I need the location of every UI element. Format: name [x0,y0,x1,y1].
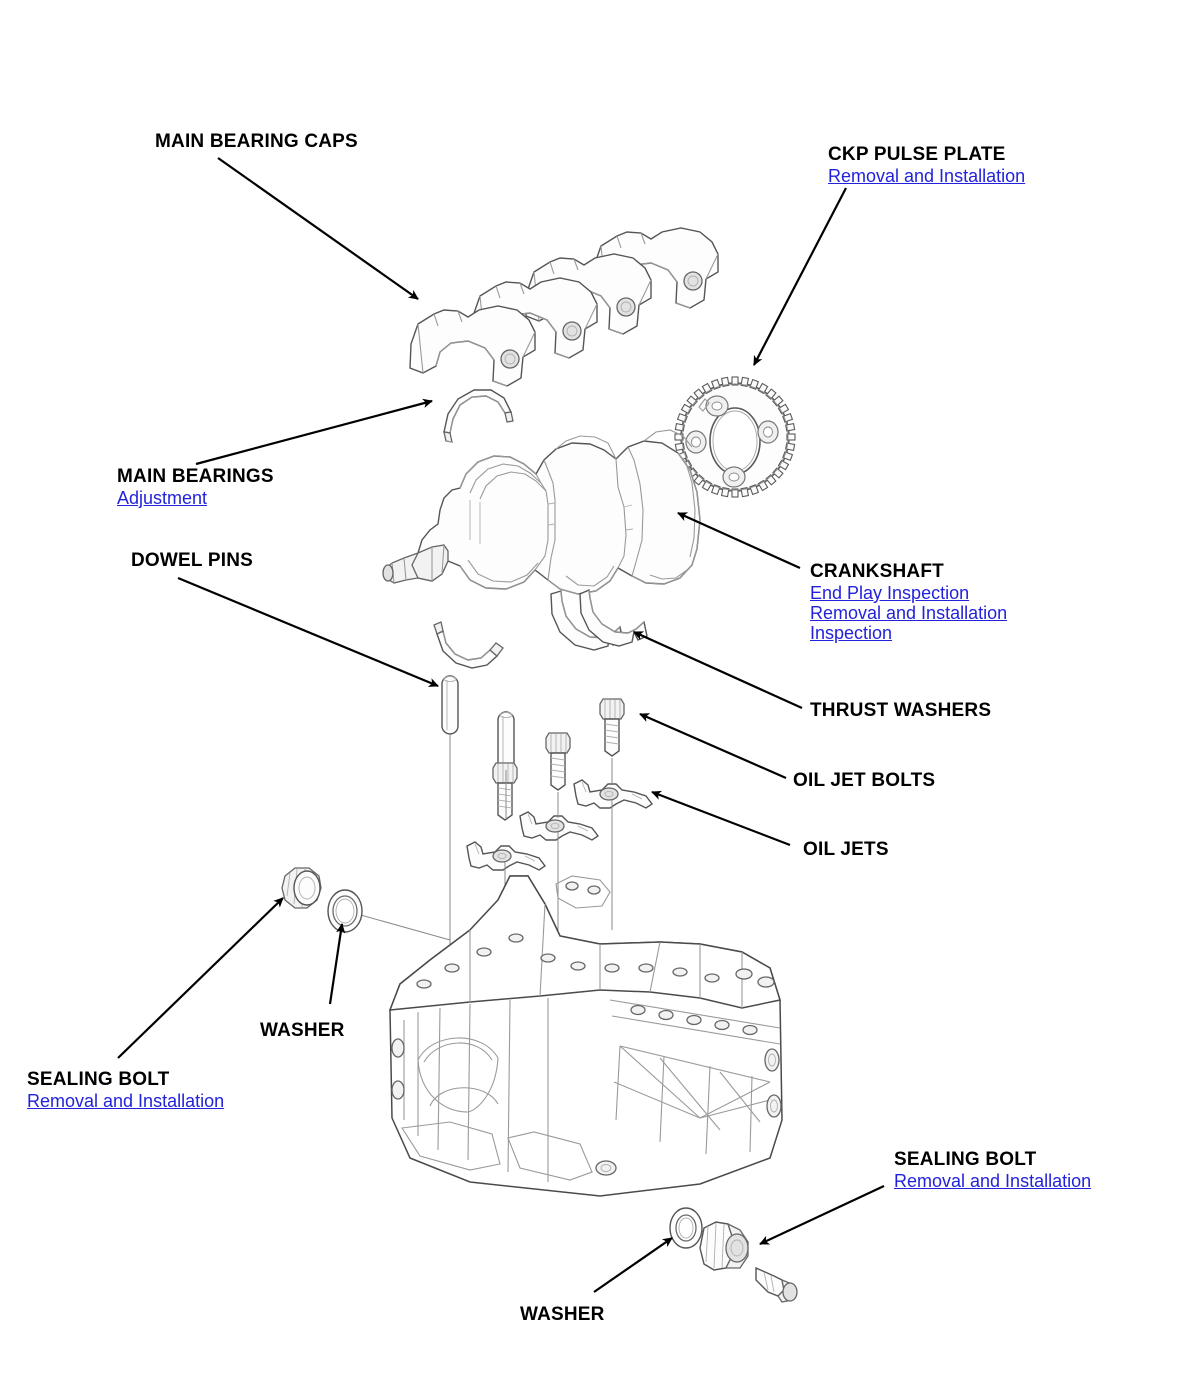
leader-oil-jet-bolts [639,712,787,780]
main-bearing-lower-art [433,621,504,669]
cylinder-block-art [388,875,783,1197]
leader-washer-bottom [593,1237,673,1293]
link-ckp-removal-and-installation[interactable]: Removal and Installation [828,166,1026,186]
label-dowel-pins: DOWEL PINS [131,550,253,571]
main-bearing-upper-art [443,389,514,443]
label-ckp-pulse-plate: CKP PULSE PLATE [828,144,1006,165]
callout-main-bearings: MAIN BEARINGS Adjustment [117,465,274,508]
leader-main-bearings [195,398,433,466]
label-crankshaft: CRANKSHAFT [810,561,944,582]
label-main-bearings: MAIN BEARINGS [117,466,274,487]
label-sealing-bolt-right: SEALING BOLT [894,1149,1037,1170]
leader-oil-jets [651,790,791,847]
oil-jets-art [466,779,654,871]
link-main-bearings-adjustment[interactable]: Adjustment [117,488,208,508]
callout-sealing-bolt-left: SEALING BOLT Removal and Installation [27,1068,224,1111]
callout-thrust-washers: THRUST WASHERS [810,699,991,722]
link-crankshaft-inspection[interactable]: Inspection [810,623,893,643]
callout-sealing-bolt-right: SEALING BOLT Removal and Installation [894,1148,1091,1191]
callout-crankshaft: CRANKSHAFT End Play Inspection Removal a… [810,560,1007,643]
leader-lines [117,157,885,1293]
callout-washer-left: WASHER [260,1019,345,1042]
callout-washer-bottom: WASHER [520,1303,605,1326]
callout-main-bearing-caps: MAIN BEARING CAPS [155,130,358,153]
callout-dowel-pins: DOWEL PINS [131,549,253,572]
label-oil-jets: OIL JETS [803,839,889,860]
ckp-pulse-plate-art [674,376,796,498]
link-sealing-bolt-right-removal-and-installation[interactable]: Removal and Installation [894,1171,1092,1191]
sealing-bolt-right-art [669,1207,798,1303]
leader-thrust-washers [633,630,803,710]
leader-ckp-pulse-plate [753,187,847,366]
callout-ckp-pulse-plate: CKP PULSE PLATE Removal and Installation [828,143,1025,186]
callout-oil-jets: OIL JETS [803,838,889,861]
leader-dowel-pins [177,576,439,688]
oil-jet-bolts-art [492,698,625,821]
crankshaft-art [382,429,701,595]
callout-oil-jet-bolts: OIL JET BOLTS [793,769,935,792]
label-main-bearing-caps: MAIN BEARING CAPS [155,131,358,152]
dowel-pins-art [441,675,515,771]
sealing-bolt-left-art [281,867,363,933]
leader-washer-left [328,923,346,1005]
leader-sealing-bolt-right [759,1185,885,1245]
label-sealing-bolt-left: SEALING BOLT [27,1069,170,1090]
leader-crankshaft [677,511,801,570]
label-washer-bottom: WASHER [520,1304,605,1325]
link-crankshaft-removal-and-installation[interactable]: Removal and Installation [810,603,1008,623]
label-thrust-washers: THRUST WASHERS [810,700,992,721]
link-crankshaft-end-play-inspection[interactable]: End Play Inspection [810,583,970,603]
main-bearing-caps-art [409,227,719,387]
label-washer-left: WASHER [260,1020,345,1041]
leader-sealing-bolt-left [117,897,284,1059]
link-sealing-bolt-left-removal-and-installation[interactable]: Removal and Installation [27,1091,225,1111]
leader-main-bearing-caps [217,157,419,300]
thrust-washers-art [550,588,648,651]
label-oil-jet-bolts: OIL JET BOLTS [793,770,936,791]
